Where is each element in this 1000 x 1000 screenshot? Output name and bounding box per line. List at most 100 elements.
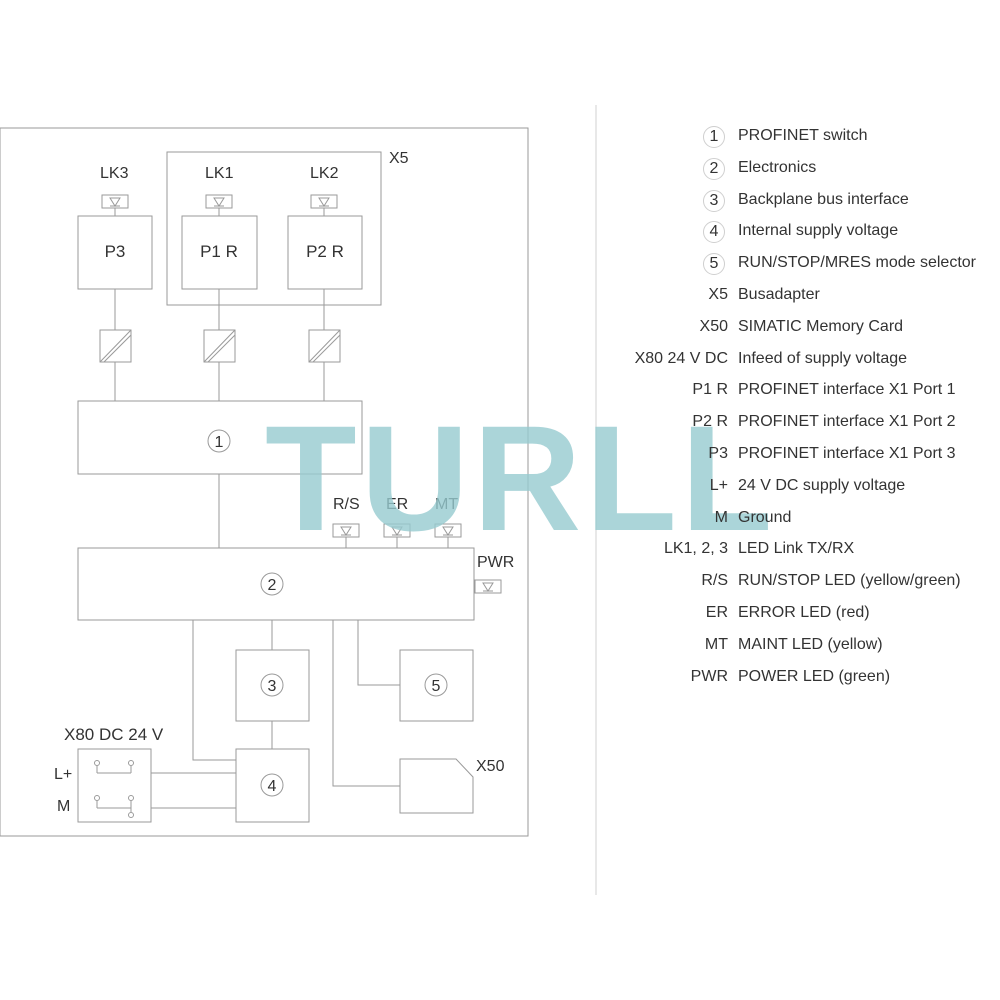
backplane-bus-number: 3 (268, 678, 277, 695)
legend-key: X50 (699, 317, 728, 335)
connector-lplus-label: L+ (54, 766, 72, 783)
led-lk3-icon (101, 194, 129, 216)
led-lk2-icon (310, 194, 338, 216)
legend-key: 2 (703, 157, 725, 180)
led-lk2-label: LK2 (310, 165, 339, 182)
legend-description: POWER LED (green) (738, 667, 891, 685)
bus-adapter-label: X5 (389, 150, 409, 167)
mode-selector-number: 5 (432, 678, 441, 695)
legend-key: ER (705, 603, 728, 621)
port-p3-block: P3 (77, 215, 153, 290)
legend-key: L+ (709, 476, 728, 494)
mode-selector-block: 5 (399, 649, 474, 722)
legend: 1 PROFINET switch 2 Electronics 3 Backplane b… (600, 125, 1000, 697)
legend-description: SIMATIC Memory Card (738, 317, 904, 335)
legend-description: Electronics (738, 158, 817, 176)
legend-description: MAINT LED (yellow) (738, 635, 883, 653)
connector-title: X80 DC 24 V (64, 725, 164, 744)
led-pwr-label: PWR (477, 554, 514, 571)
legend-description: Busadapter (738, 285, 820, 303)
legend-row: 3 Backplane bus interface (600, 189, 1000, 221)
legend-description: Ground (738, 508, 792, 526)
port-p1r-label: P1 R (200, 242, 238, 261)
legend-key: P1 R (692, 381, 728, 399)
connector-block (77, 748, 152, 823)
legend-row: PWR POWER LED (green) (600, 666, 1000, 698)
legend-row: 1 PROFINET switch (600, 125, 1000, 157)
legend-description: RUN/STOP/MRES mode selector (738, 254, 976, 272)
legend-description: PROFINET switch (738, 127, 868, 144)
legend-description: ERROR LED (red) (738, 603, 870, 621)
legend-key: X5 (708, 285, 728, 303)
legend-description: 24 V DC supply voltage (738, 476, 906, 494)
legend-row: X5 Busadapter (600, 284, 1000, 316)
transformer-icon (99, 329, 132, 363)
legend-row: LK1, 2, 3 LED Link TX/RX (600, 538, 1000, 570)
transformer-icon (308, 329, 341, 363)
legend-key: MT (704, 635, 728, 653)
legend-row: X50 SIMATIC Memory Card (600, 316, 1000, 348)
port-p1r-block: P1 R (181, 215, 258, 290)
led-er-label: ER (386, 496, 408, 513)
supply-number: 4 (268, 778, 277, 795)
legend-key: P3 (708, 444, 728, 462)
legend-row: MT MAINT LED (yellow) (600, 634, 1000, 666)
profinet-switch-number: 1 (215, 434, 224, 451)
legend-description: Internal supply voltage (738, 222, 899, 240)
legend-key: 5 (703, 253, 725, 276)
led-rs-label: R/S (333, 496, 360, 513)
wire-electronics-5 (357, 620, 400, 686)
memory-card-label: X50 (476, 758, 505, 775)
connector-m-label: M (57, 798, 70, 815)
legend-description: Infeed of supply voltage (738, 349, 908, 367)
legend-row: 5 RUN/STOP/MRES mode selector (600, 252, 1000, 284)
wire-electronics-4 (192, 620, 236, 761)
legend-row: 4 Internal supply voltage (600, 220, 1000, 252)
backplane-bus-block: 3 (235, 649, 310, 722)
legend-row: P3 PROFINET interface X1 Port 3 (600, 443, 1000, 475)
legend-description: PROFINET interface X1 Port 2 (738, 413, 956, 431)
legend-description: PROFINET interface X1 Port 3 (738, 444, 956, 462)
legend-key: R/S (701, 572, 728, 590)
legend-description: Backplane bus interface (738, 190, 909, 208)
terminal-m-icon (94, 795, 134, 818)
led-mt-label: MT (435, 496, 458, 513)
legend-key: 4 (703, 221, 725, 244)
transformer-icon (203, 329, 236, 363)
led-rs-icon (332, 523, 360, 548)
led-pwr-icon (474, 579, 502, 594)
memory-card-icon (399, 758, 474, 814)
profinet-switch-block: 1 (77, 400, 363, 475)
electronics-block: 2 (77, 547, 475, 621)
legend-row: R/S RUN/STOP LED (yellow/green) (600, 570, 1000, 602)
legend-key: PWR (690, 667, 728, 685)
legend-row: P1 R PROFINET interface X1 Port 1 (600, 379, 1000, 411)
legend-key: LK1, 2, 3 (663, 540, 728, 558)
led-lk3-label: LK3 (100, 165, 129, 182)
legend-description: LED Link TX/RX (738, 540, 855, 558)
port-p3-label: P3 (105, 242, 126, 261)
electronics-number: 2 (268, 577, 277, 594)
port-p2r-label: P2 R (306, 242, 344, 261)
supply-block: 4 (235, 748, 310, 823)
legend-description: PROFINET interface X1 Port 1 (738, 381, 956, 399)
legend-row: L+ 24 V DC supply voltage (600, 475, 1000, 507)
legend-row: 2 Electronics (600, 157, 1000, 189)
legend-key: X80 24 V DC (634, 349, 728, 367)
legend-row: X80 24 V DC Infeed of supply voltage (600, 348, 1000, 380)
legend-key: M (714, 508, 728, 526)
led-er-icon (383, 523, 411, 548)
led-lk1-label: LK1 (205, 165, 234, 182)
legend-row: ER ERROR LED (red) (600, 602, 1000, 634)
legend-row: M Ground (600, 507, 1000, 539)
legend-key: 3 (703, 189, 725, 212)
legend-key: 1 (703, 126, 725, 148)
terminal-lplus-icon (94, 760, 134, 774)
led-lk1-icon (205, 194, 233, 216)
port-p2r-block: P2 R (287, 215, 363, 290)
wire-electronics-x50 (332, 620, 400, 787)
legend-description: RUN/STOP LED (yellow/green) (738, 572, 961, 590)
led-mt-icon (434, 523, 462, 548)
